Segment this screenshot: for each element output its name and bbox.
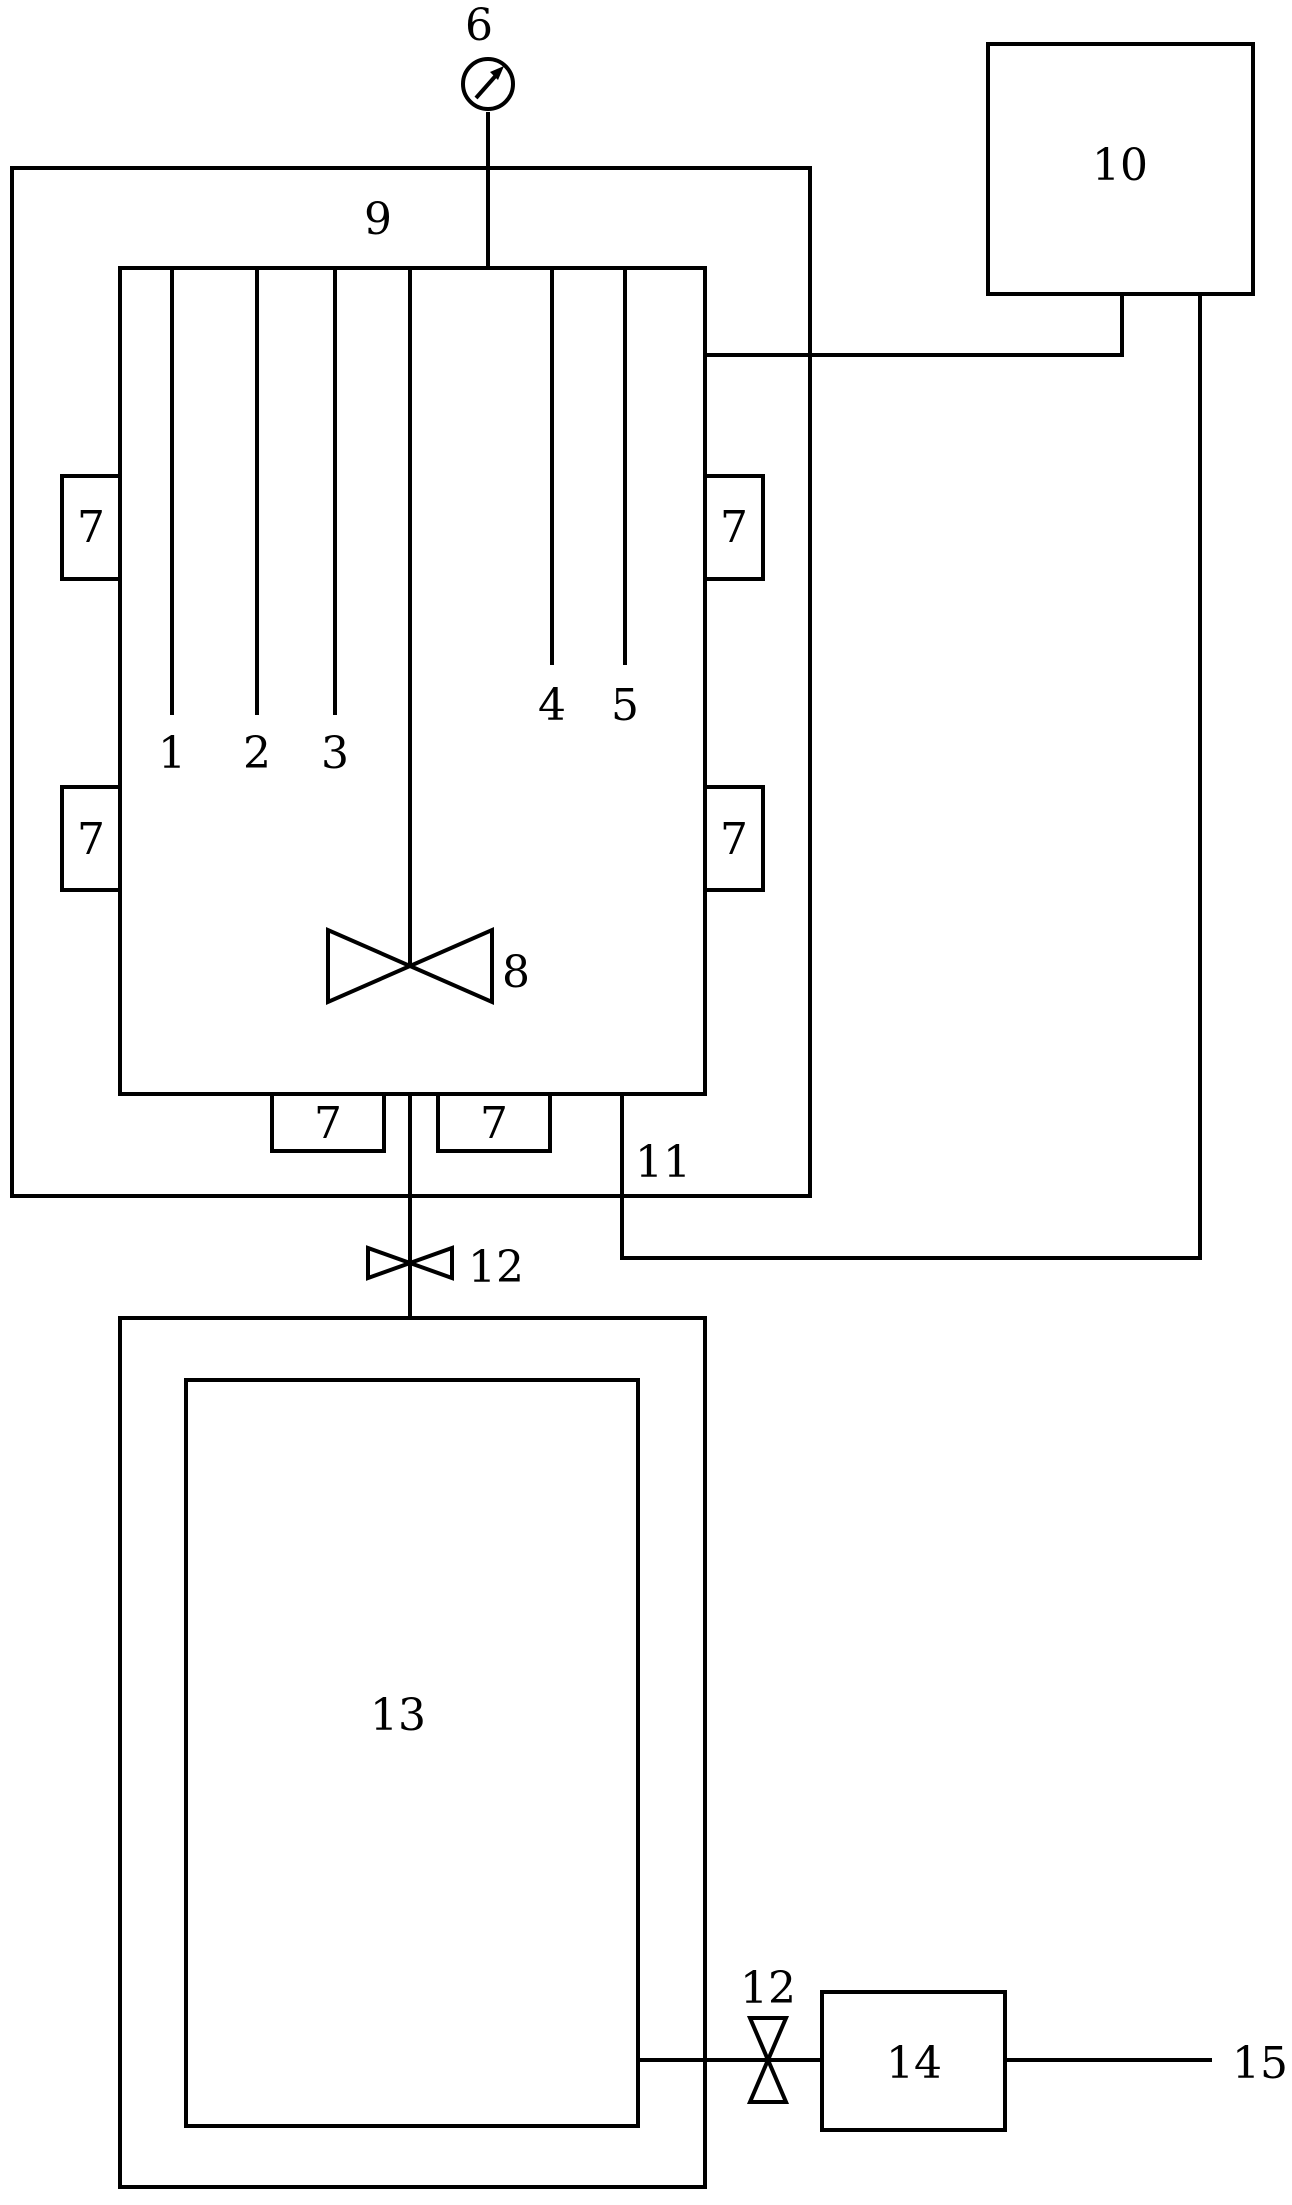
label-probe-4: 4 (538, 680, 566, 731)
gauge-needle-tip (490, 66, 504, 80)
label-heater-right-lower: 7 (720, 814, 748, 865)
collection-tank-inner (184, 1378, 640, 2128)
sensor-line-11 (620, 294, 1202, 1260)
label-outer-jacket: 9 (364, 194, 392, 245)
valve-upper-right (404, 1245, 454, 1281)
pressure-gauge-icon (461, 57, 515, 111)
heater-bottom-left (270, 1092, 386, 1153)
label-heater-left-upper: 7 (77, 502, 105, 553)
label-probe-1: 1 (158, 728, 186, 779)
heater-left-lower (60, 785, 122, 892)
label-collection-tank: 13 (370, 1690, 426, 1741)
heater-right-upper (703, 474, 765, 581)
label-heater-bottom-right: 7 (480, 1098, 508, 1149)
impeller-left-blade (326, 926, 415, 1006)
label-outlet: 15 (1232, 2038, 1288, 2089)
label-sensor-line: 11 (635, 1137, 691, 1188)
label-valve-upper: 12 (468, 1242, 524, 1293)
impeller-right-blade (405, 926, 494, 1006)
valve-upper-left (366, 1245, 416, 1281)
label-probe-3: 3 (321, 728, 349, 779)
label-probe-5: 5 (611, 680, 639, 731)
heater-right-lower (703, 785, 765, 892)
heater-bottom-right (436, 1092, 552, 1153)
valve-lower-bottom (746, 2054, 790, 2104)
valve-lower-top (746, 2016, 790, 2066)
label-heater-bottom-left: 7 (314, 1098, 342, 1149)
label-unit-14: 14 (886, 2038, 942, 2089)
label-valve-lower: 12 (740, 1963, 796, 2014)
label-heater-right-upper: 7 (720, 502, 748, 553)
heater-left-upper (60, 474, 122, 581)
label-pressure-gauge: 6 (465, 0, 493, 51)
controller-line-upper (705, 294, 1124, 357)
reactor-vessel (118, 266, 707, 1096)
label-heater-left-lower: 7 (77, 814, 105, 865)
label-stirrer: 8 (502, 947, 530, 998)
label-controller: 10 (1092, 140, 1148, 191)
collection-tank-outer (118, 1316, 707, 2189)
label-probe-2: 2 (243, 728, 271, 779)
